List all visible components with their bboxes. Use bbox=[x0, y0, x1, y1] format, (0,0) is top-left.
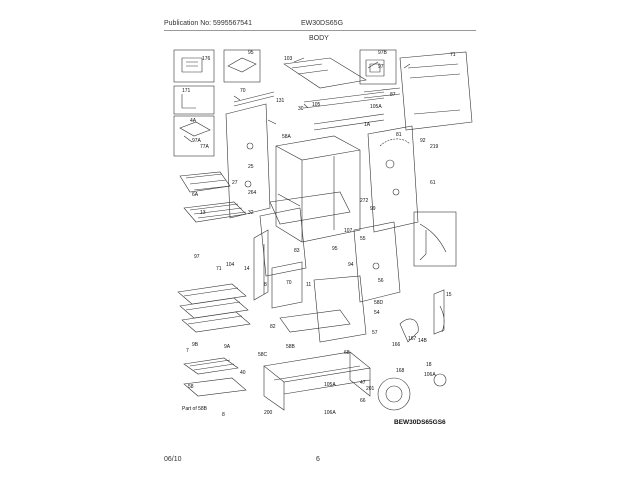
part-callout: 97B bbox=[378, 50, 388, 56]
part-callout: 171 bbox=[182, 88, 191, 94]
part-callout: 105A bbox=[370, 104, 382, 110]
part-callout: 55 bbox=[360, 236, 366, 242]
part-callout: 167 bbox=[408, 336, 417, 342]
part-callout: 99 bbox=[370, 206, 376, 212]
part-callout: 83 bbox=[294, 248, 300, 254]
part-callout: Part of 58B bbox=[182, 406, 208, 412]
part-callout: 57 bbox=[372, 330, 378, 336]
part-callout: 106A bbox=[324, 410, 336, 416]
part-callout: 9B bbox=[192, 342, 199, 348]
part-callout: 14B bbox=[418, 338, 428, 344]
part-callout: 77A bbox=[200, 144, 210, 150]
part-callout: 71 bbox=[216, 266, 222, 272]
part-callout: 81 bbox=[396, 132, 402, 138]
part-callout: 131 bbox=[276, 98, 285, 104]
part-callout: 103 bbox=[284, 56, 293, 62]
part-callout: 219 bbox=[430, 144, 439, 150]
part-callout: 40 bbox=[240, 370, 246, 376]
part-callout: 66 bbox=[360, 398, 366, 404]
inset-box bbox=[223, 49, 261, 83]
part-callout: 105A bbox=[324, 382, 336, 388]
part-callout: 58 bbox=[188, 384, 194, 390]
part-callout: 58B bbox=[286, 344, 296, 350]
inset-box bbox=[413, 211, 457, 267]
part-callout: 6A bbox=[192, 192, 199, 198]
part-callout: 30 bbox=[298, 106, 304, 112]
part-callout: 13 bbox=[200, 210, 206, 216]
footer-date: 06/10 bbox=[164, 456, 182, 463]
part-callout: 68 bbox=[344, 350, 350, 356]
part-callout: 106A bbox=[424, 372, 436, 378]
part-callout: 107 bbox=[344, 228, 353, 234]
part-callout: 15 bbox=[446, 292, 452, 298]
part-callout: 70 bbox=[286, 280, 292, 286]
part-callout: 82 bbox=[270, 324, 276, 330]
part-callout: 272 bbox=[360, 198, 369, 204]
inset-box bbox=[173, 115, 215, 157]
part-callout: 32 bbox=[248, 210, 254, 216]
model-number: EW30DS65G bbox=[301, 20, 344, 27]
part-callout: 9A bbox=[224, 344, 231, 350]
part-callout: 4A bbox=[190, 118, 197, 124]
part-callout: 92 bbox=[420, 138, 426, 144]
inset-box bbox=[173, 85, 215, 115]
part-callout: 47 bbox=[360, 380, 366, 386]
part-callout: 25 bbox=[248, 164, 254, 170]
part-callout: 8 bbox=[264, 282, 267, 288]
exploded-parts-diagram: BEW30DS65GS6 1769510397B97711714A7013130… bbox=[173, 49, 473, 426]
section-title: BODY bbox=[309, 35, 329, 42]
header-rule bbox=[164, 30, 476, 31]
part-callout: 176 bbox=[202, 56, 211, 62]
part-callout: 97 bbox=[378, 64, 384, 70]
part-callout: 104 bbox=[226, 262, 235, 268]
part-callout: 18 bbox=[426, 362, 432, 368]
inset-box bbox=[359, 49, 397, 85]
drawing-number: BEW30DS65GS6 bbox=[394, 419, 446, 426]
part-callout: 27 bbox=[232, 180, 238, 186]
part-callout: 54 bbox=[374, 310, 380, 316]
part-callout: 61 bbox=[430, 180, 436, 186]
part-callout: 14 bbox=[244, 266, 250, 272]
part-callout: 1A bbox=[364, 122, 371, 128]
part-callout: 87 bbox=[390, 92, 396, 98]
part-callout: 56 bbox=[378, 278, 384, 284]
part-callout: 95 bbox=[332, 246, 338, 252]
part-callout: 264 bbox=[248, 190, 257, 196]
part-callout: 97A bbox=[192, 138, 202, 144]
part-callout: 58D bbox=[374, 300, 384, 306]
inset-box bbox=[173, 49, 215, 83]
part-callout: 95 bbox=[248, 50, 254, 56]
part-callout: 94 bbox=[348, 262, 354, 268]
publication-number: Publication No: 5995567541 bbox=[164, 20, 252, 27]
part-callout: 97 bbox=[194, 254, 200, 260]
part-callout: 11 bbox=[306, 282, 311, 288]
part-callout: 201 bbox=[366, 386, 375, 392]
part-callout: 200 bbox=[264, 410, 273, 416]
part-callout: 168 bbox=[396, 368, 405, 374]
part-callout: 7 bbox=[186, 348, 189, 354]
part-callout: 105 bbox=[312, 102, 321, 108]
part-callout: 70 bbox=[240, 88, 246, 94]
page-number: 6 bbox=[316, 456, 320, 463]
part-callout: 71 bbox=[450, 52, 456, 58]
part-callout: 58C bbox=[258, 352, 268, 358]
part-callout: 166 bbox=[392, 342, 401, 348]
fan-motor-drawing bbox=[377, 377, 411, 411]
part-callout: 8 bbox=[222, 412, 225, 418]
part-callout: 58A bbox=[282, 134, 292, 140]
